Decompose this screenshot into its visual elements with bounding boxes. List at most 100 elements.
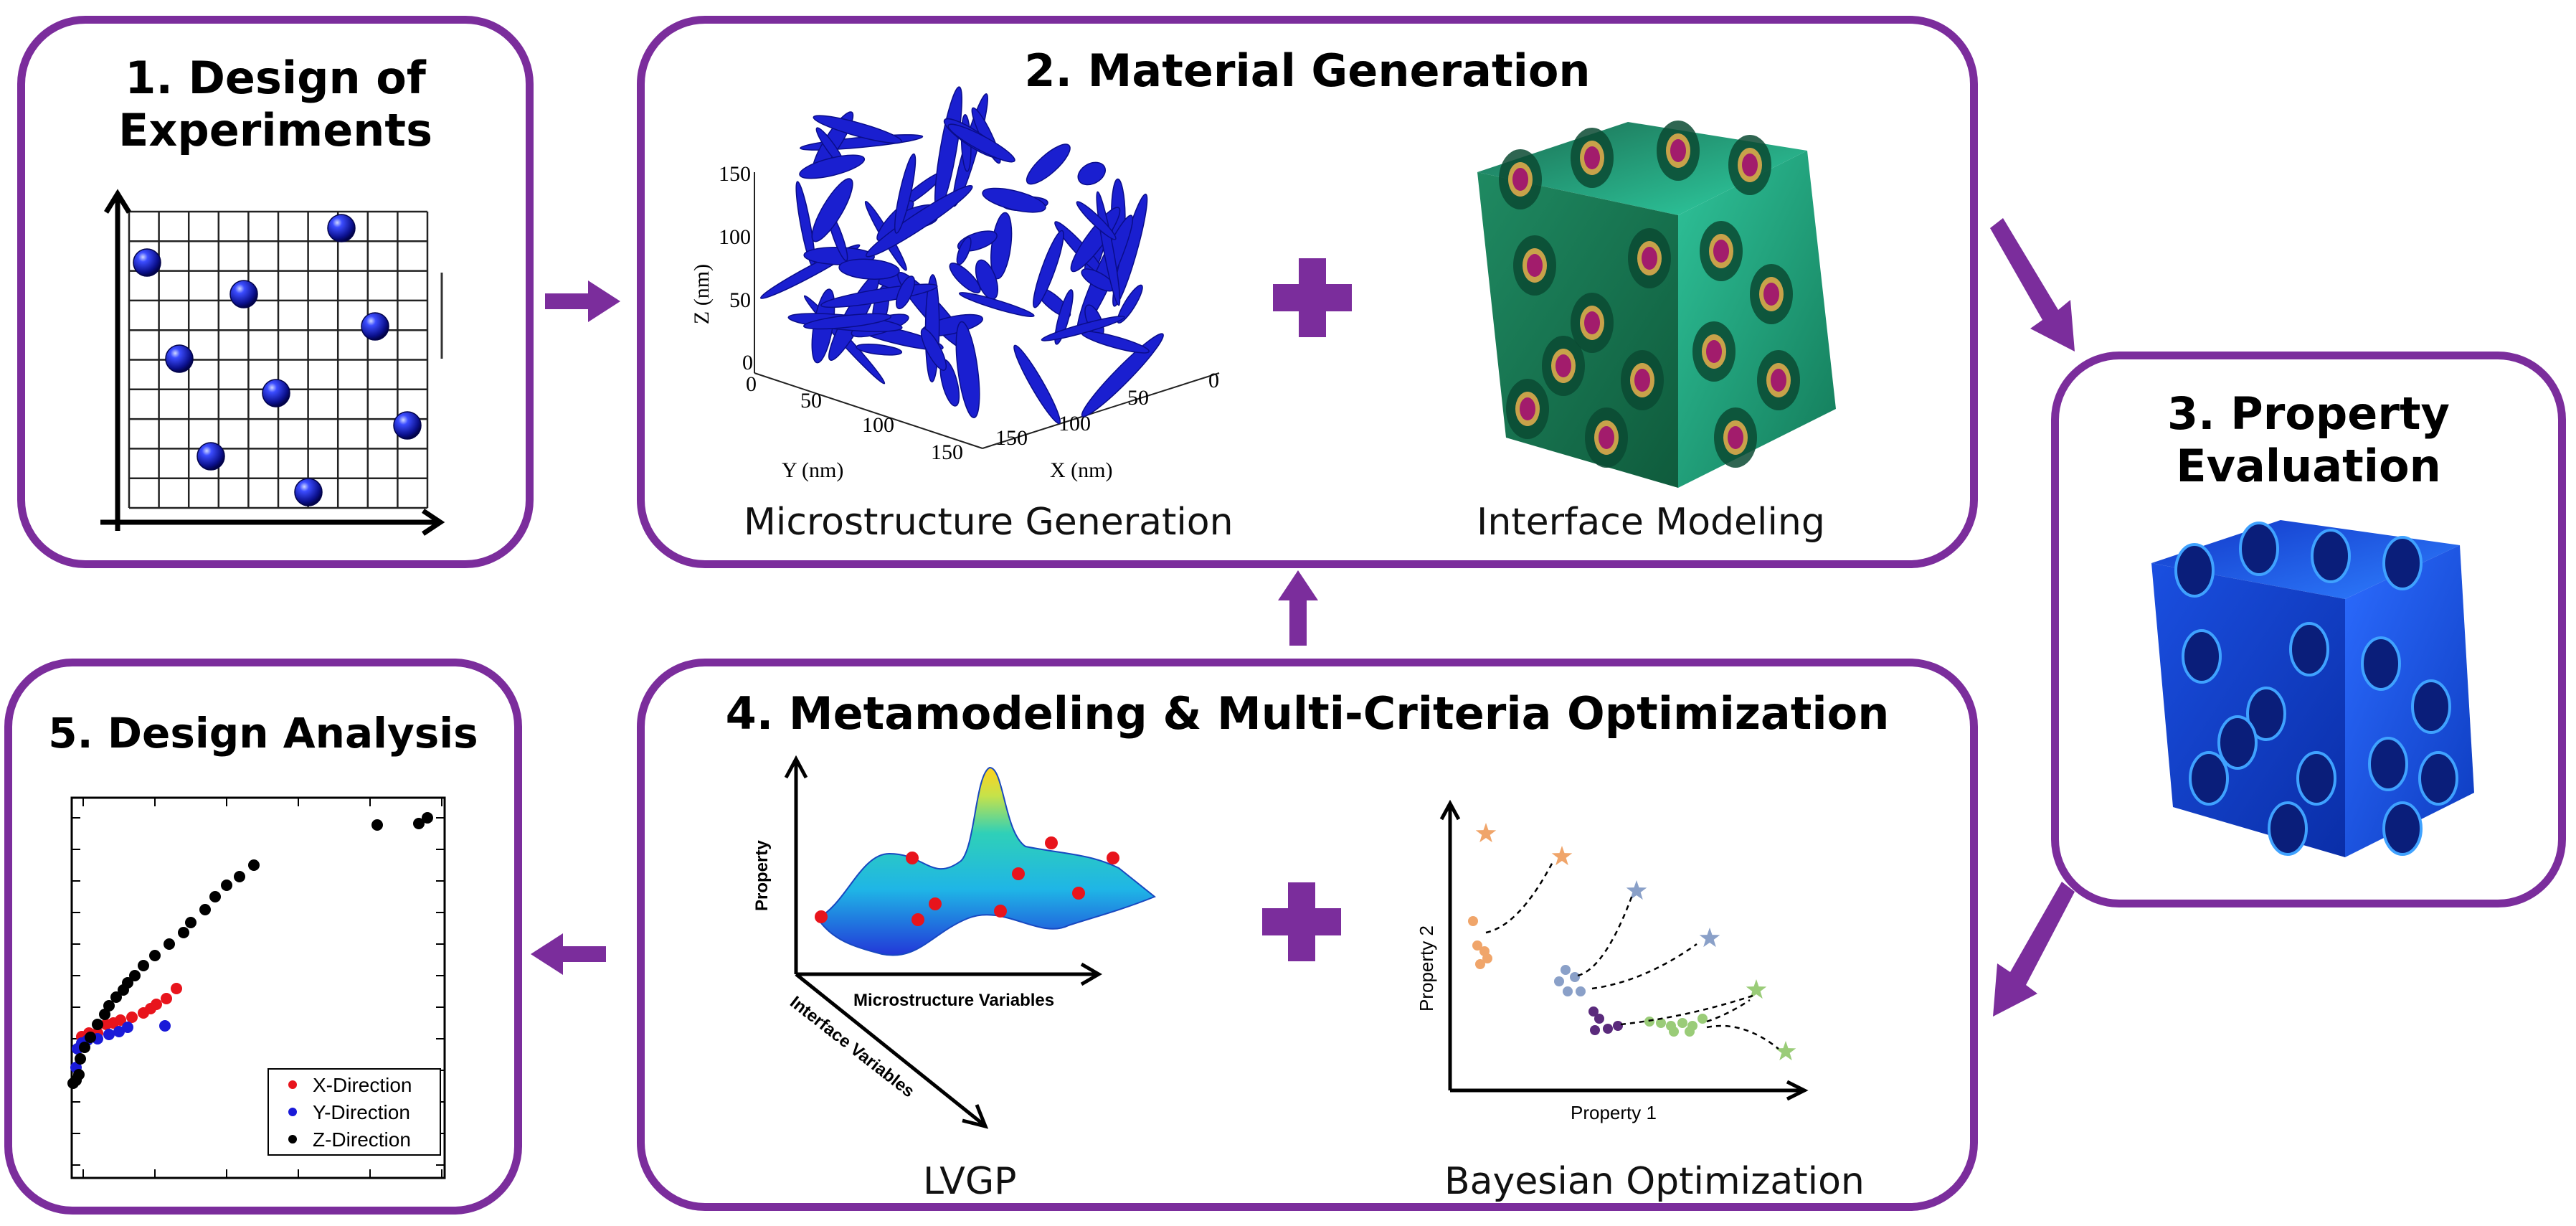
pareto-point <box>1644 1017 1654 1027</box>
scatter-point <box>103 1000 115 1012</box>
scatter-point <box>122 977 133 989</box>
fiber <box>838 258 900 280</box>
sphere-marker-icon <box>327 214 356 242</box>
interface-core <box>1763 283 1779 306</box>
y-tick: 150 <box>931 440 963 464</box>
pareto-point <box>1669 1027 1679 1037</box>
pareto-point <box>1677 1018 1687 1028</box>
pareto-points <box>1468 823 1796 1061</box>
scatter-point <box>151 999 162 1010</box>
scatter-point <box>103 1029 115 1040</box>
star-marker-icon <box>1626 880 1647 900</box>
legend: X-Direction Y-Direction Z-Direction <box>267 1068 441 1156</box>
scatter-point <box>234 871 245 882</box>
fiber <box>811 178 853 242</box>
doe-grid-plot <box>100 189 445 536</box>
plus-icon <box>1262 882 1341 961</box>
x-axis-arrow-icon <box>422 509 445 536</box>
property-hole <box>2296 751 2336 806</box>
sample-point <box>815 910 828 923</box>
pareto-arrow <box>1706 999 1751 1023</box>
pareto-point <box>1697 1014 1708 1024</box>
property-hole <box>2411 679 2451 734</box>
property-hole <box>2289 622 2329 676</box>
property-hole <box>2239 522 2279 576</box>
sample-point <box>994 905 1007 918</box>
fiber <box>1081 331 1150 354</box>
sphere-marker-icon <box>262 379 290 407</box>
property-hole <box>2174 543 2215 598</box>
y-tick: 0 <box>746 372 757 396</box>
scatter-point <box>92 1019 103 1030</box>
scatter-point <box>161 993 172 1004</box>
fiber <box>956 236 972 265</box>
arrow-icon <box>1278 570 1318 646</box>
plus-icon <box>1273 258 1352 337</box>
property-hole <box>2382 536 2423 590</box>
sphere-marker-icon <box>393 411 422 440</box>
scatter-point <box>126 1012 138 1023</box>
interface-core <box>1599 426 1614 449</box>
scatter-point <box>422 812 433 824</box>
legend-marker <box>288 1080 297 1089</box>
pareto-x-label: Property 1 <box>1571 1102 1657 1123</box>
interface-core <box>1527 254 1543 277</box>
interface-core <box>1670 139 1686 162</box>
interface-core <box>1512 168 1528 191</box>
property-hole <box>2217 715 2258 770</box>
scatter-point <box>164 938 175 950</box>
scatter-point <box>138 960 149 971</box>
interface-core <box>1642 247 1657 270</box>
scatter-point <box>209 891 221 902</box>
interface-core <box>1728 426 1743 449</box>
scatter-point <box>221 880 232 891</box>
property-hole <box>2361 636 2401 691</box>
scatter-points <box>67 812 433 1089</box>
scatter-point <box>413 818 425 829</box>
fiber <box>990 212 1013 280</box>
scatter-point <box>159 1020 171 1032</box>
scatter-point <box>85 1032 96 1043</box>
pareto-point <box>1475 959 1485 969</box>
z-axis-label: Z (nm) <box>690 264 714 324</box>
fiber <box>1117 284 1143 324</box>
pareto-point <box>1576 986 1586 996</box>
property-hole <box>2268 801 2308 856</box>
legend-label: Y-Direction <box>313 1101 410 1123</box>
z-tick: 150 <box>719 162 751 186</box>
pareto-arrow <box>1620 994 1753 1026</box>
sample-point <box>1107 852 1119 864</box>
interface-core <box>1520 397 1535 420</box>
scatter-point <box>79 1042 90 1053</box>
fiber <box>1041 316 1125 341</box>
z-tick: 0 <box>742 351 753 374</box>
caption-lvgp: LVGP <box>923 1160 1017 1203</box>
property-cube <box>2151 520 2474 857</box>
fiber <box>920 328 947 371</box>
interface-core <box>1742 154 1758 176</box>
sphere-marker-icon <box>165 344 194 373</box>
scatter-point <box>129 970 141 981</box>
arrow-icon <box>545 280 620 322</box>
z-tick: 50 <box>729 288 751 312</box>
sample-points <box>133 214 422 506</box>
microstructure-3d-plot: Z (nm) 150 100 50 0 0 50 100 150 Y (nm) … <box>690 86 1220 482</box>
legend-label: X-Direction <box>313 1074 412 1096</box>
pareto-point <box>1656 1018 1666 1028</box>
sample-point <box>1012 867 1025 880</box>
fiber <box>1076 201 1117 240</box>
design-analysis-scatter: X-Direction Y-Direction Z-Direction <box>67 796 446 1179</box>
scatter-point <box>171 983 182 994</box>
caption-microstructure: Microstructure Generation <box>744 501 1233 544</box>
surface-x-label: Microstructure Variables <box>853 991 1054 1010</box>
sample-point <box>1072 887 1085 900</box>
sphere-marker-icon <box>294 478 323 506</box>
interface-core <box>1555 354 1571 377</box>
scatter-point <box>178 927 189 938</box>
scatter-point <box>122 1022 133 1033</box>
scatter-point <box>185 917 196 928</box>
pareto-point <box>1603 1024 1613 1034</box>
panel-title: 2. Material Generation <box>1024 44 1591 97</box>
star-marker-icon <box>1775 1041 1796 1061</box>
scatter-point <box>115 1014 126 1026</box>
